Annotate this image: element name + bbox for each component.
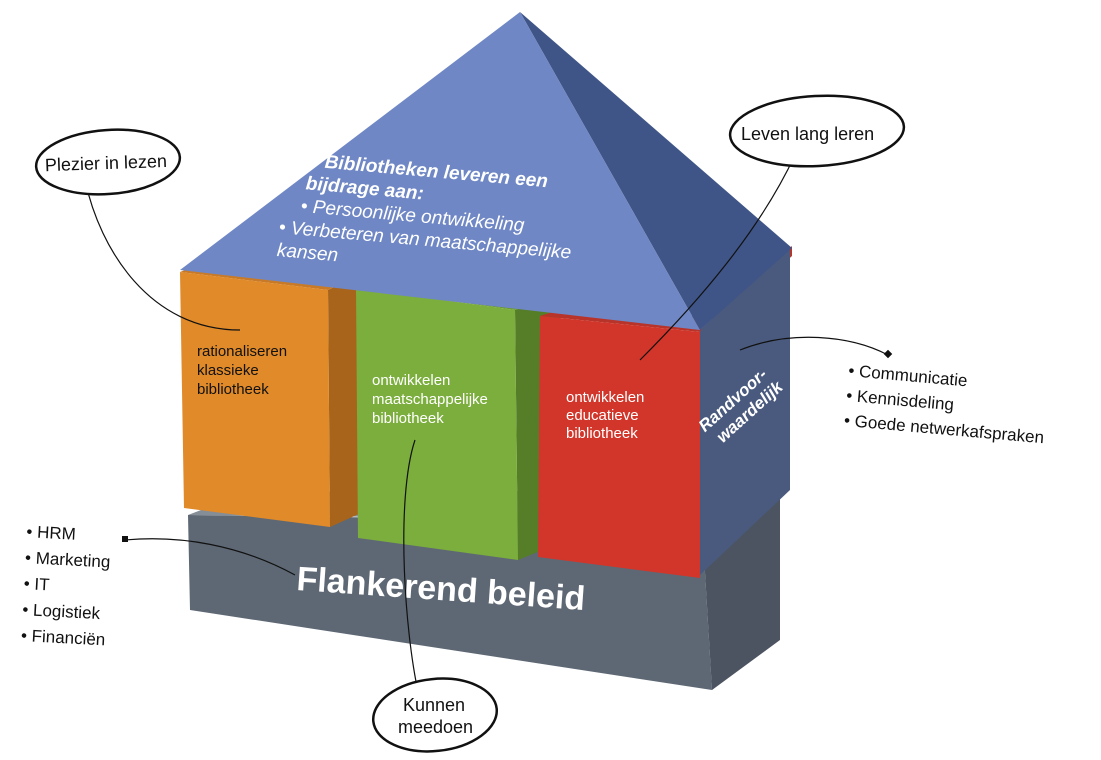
pillar-green-line3: bibliotheek <box>372 410 444 427</box>
pillar-green-line1: ontwikkelen <box>372 372 450 389</box>
connector-left-dot <box>122 536 128 542</box>
connector-kunnen <box>403 439 421 701</box>
pillar-orange-text: rationaliseren klassieke bibliotheek <box>197 343 287 398</box>
pillar-orange-line1: rationaliseren <box>197 343 287 360</box>
connector-leven <box>639 154 796 361</box>
connector-plezier <box>84 179 241 331</box>
right-list-item-communicatie: • Communicatie <box>848 361 969 390</box>
side-wall <box>700 248 790 575</box>
callout-plezier-bubble <box>34 128 182 196</box>
callout-kunnen-line2: meedoen <box>398 717 473 737</box>
callout-plezier-text: Plezier in lezen <box>45 151 168 175</box>
pillar-orange-front <box>180 272 330 527</box>
connector-right-list <box>739 336 889 356</box>
pillar-green-front <box>356 288 518 560</box>
pillar-red-line3: bibliotheek <box>566 425 638 442</box>
connector-right-dot <box>883 349 893 359</box>
callout-kunnen-line1: Kunnen <box>403 695 465 715</box>
left-list-item-logistiek: • Logistiek <box>22 600 101 623</box>
pillar-green-line2: maatschappelijke <box>372 391 488 408</box>
left-list-item-it: • IT <box>23 574 50 594</box>
callout-leven-bubble <box>728 94 906 168</box>
pillar-green-text: ontwikkelen maatschappelijke bibliotheek <box>372 372 488 427</box>
left-list-item-marketing: • Marketing <box>25 548 111 571</box>
right-list-item-netwerk: • Goede netwerkafspraken <box>843 411 1045 447</box>
roof-text-group: Bibliotheken leveren een bijdrage aan: •… <box>276 152 572 266</box>
callout-leven-text: Leven lang leren <box>741 124 874 144</box>
pillar-red-line1: ontwikkelen <box>566 389 644 406</box>
pillar-red-front <box>538 316 700 578</box>
left-list-item-financien: • Financiën <box>21 626 106 649</box>
roof-side-face <box>520 12 792 330</box>
pillar-orange-line3: bibliotheek <box>197 381 269 398</box>
left-list-item-hrm: • HRM <box>26 522 76 544</box>
pillar-orange-line2: klassieke <box>197 362 259 379</box>
callout-kunnen-bubble <box>371 677 499 753</box>
right-list: • Communicatie • Kennisdeling • Goede ne… <box>843 361 1045 447</box>
pillar-red-text: ontwikkelen educatieve bibliotheek <box>566 389 644 442</box>
connector-left-list <box>124 538 296 576</box>
left-list: • HRM • Marketing • IT • Logistiek • Fin… <box>21 522 111 649</box>
right-list-item-kennisdeling: • Kennisdeling <box>845 386 954 414</box>
roof-front-face <box>180 12 700 330</box>
pillar-red-line2: educatieve <box>566 407 639 424</box>
